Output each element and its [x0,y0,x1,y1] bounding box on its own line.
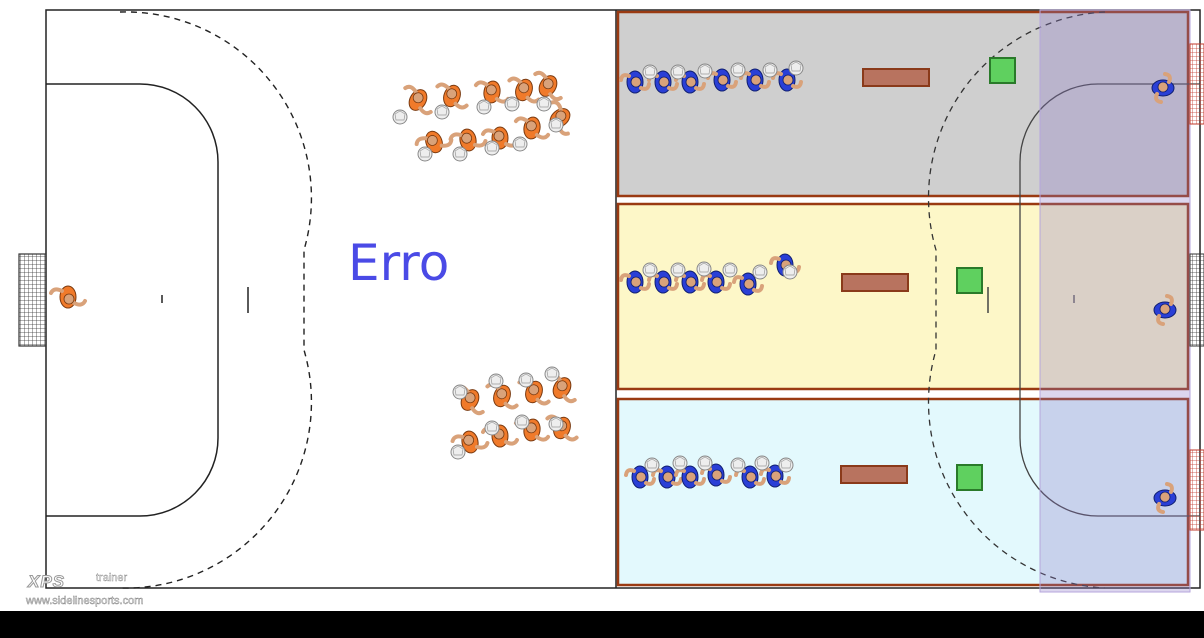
lane-top [616,10,1190,198]
lane-bottom [616,397,1190,587]
handball-player-icon [49,284,87,310]
bench-icon [862,68,930,87]
xps-logo: XPS [27,572,66,592]
attacker-group-bottom [447,366,585,460]
trainer-tag: trainer [96,572,128,584]
bench-icon [840,465,908,484]
lane-middle [616,202,1190,391]
left-goal-net-icon [18,253,47,347]
right-goal-net-icon [1189,43,1204,531]
attacker-group-top [392,65,582,162]
cone-icon [956,464,983,491]
handball-court [18,9,1204,593]
bench-icon [841,273,909,292]
cone-icon [989,57,1016,84]
cone-icon [956,267,983,294]
bottom-bar [0,611,1204,638]
brand-url: www.sidelinesports.com [26,595,144,608]
erro-label: Erro [348,234,450,292]
